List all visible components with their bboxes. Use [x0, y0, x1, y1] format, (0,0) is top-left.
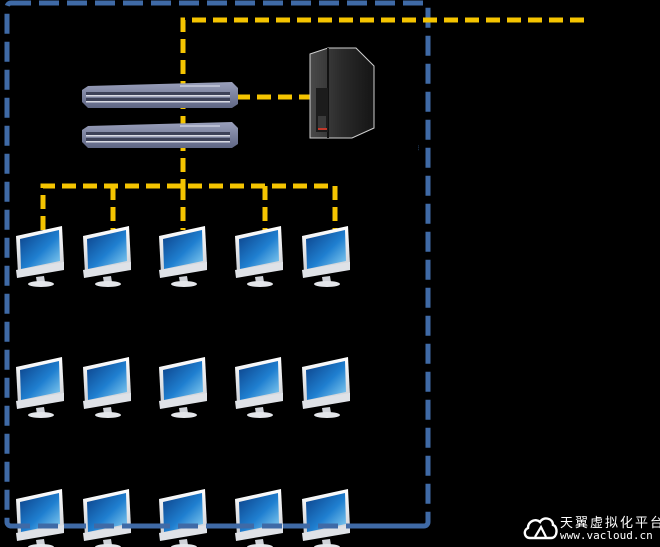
tower-server-icon: [309, 47, 375, 139]
desktop-monitor-icon: [235, 357, 283, 418]
link-client-bus: [40, 183, 338, 230]
desktop-monitor-icon: [159, 226, 207, 287]
desktop-monitor-icon: [83, 489, 131, 547]
desktop-monitor-icon: [302, 357, 350, 418]
desktop-monitor-icon: [302, 489, 350, 547]
desktop-monitor-icon: [159, 357, 207, 418]
desktop-monitor-icon: [16, 489, 64, 547]
watermark-url: www.vacloud.cn: [560, 529, 653, 542]
desktop-monitor-icon: [235, 489, 283, 547]
watermark: 天翼虚拟化平台 www.vacloud.cn: [522, 508, 660, 544]
desktop-monitor-icon: [235, 226, 283, 287]
network-switch-icon: [82, 82, 238, 108]
desktop-monitor-icon: [83, 226, 131, 287]
client-desktops: [10, 226, 428, 547]
watermark-title: 天翼虚拟化平台: [560, 516, 660, 531]
desktop-monitor-icon: [302, 226, 350, 287]
link-uplink: [180, 17, 584, 95]
network-switch-icon: [82, 122, 238, 148]
desktop-monitor-icon: [16, 357, 64, 418]
desktop-monitor-icon: [16, 226, 64, 287]
cloud-logo-icon: [523, 517, 558, 540]
desktop-monitor-icon: [159, 489, 207, 547]
boundary-label: ···: [414, 145, 421, 151]
desktop-monitor-icon: [83, 357, 131, 418]
network-boundary: [4, 0, 431, 529]
